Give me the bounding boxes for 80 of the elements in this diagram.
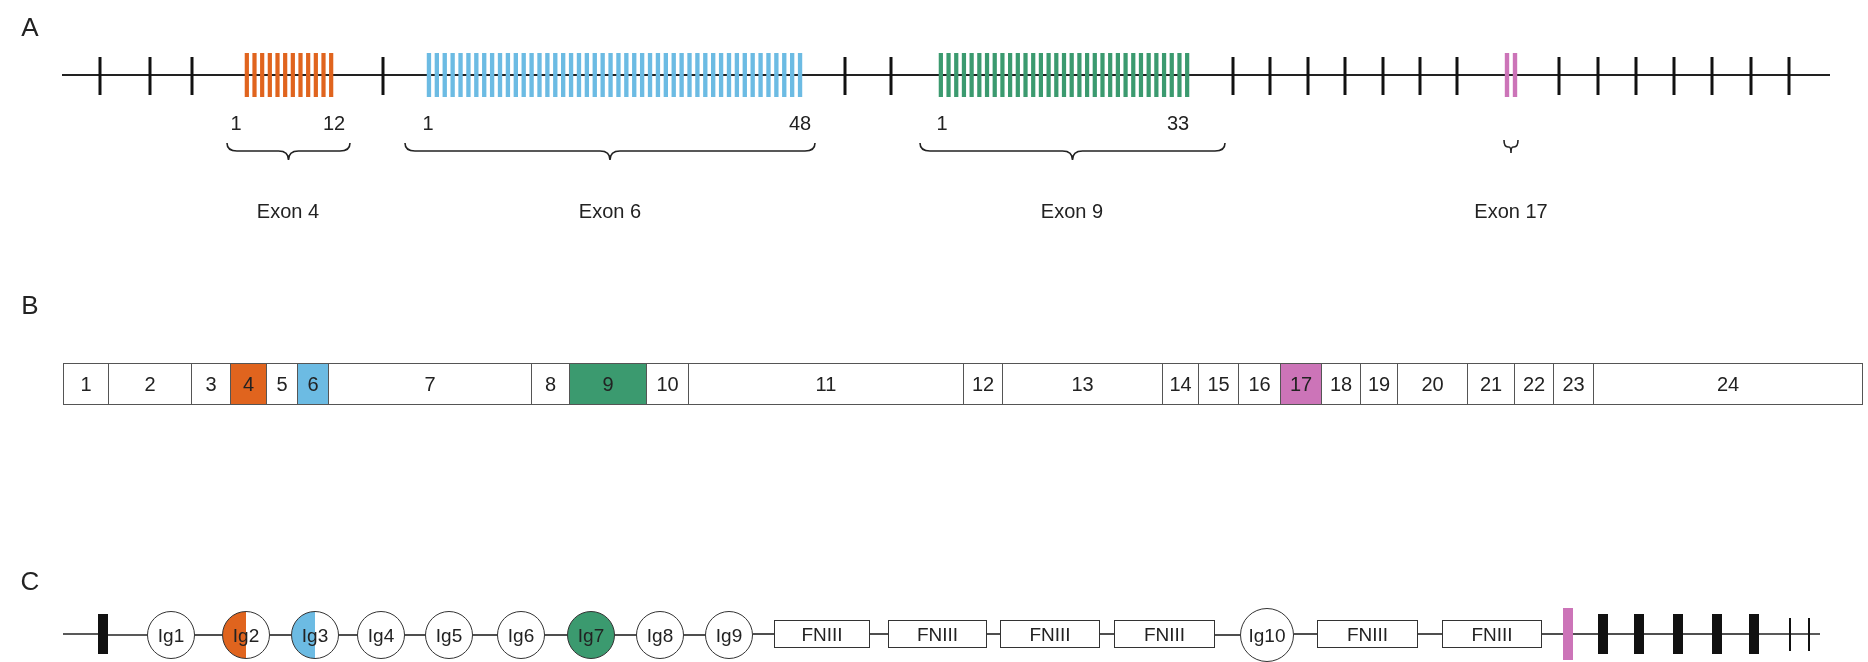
connector-line (107, 634, 148, 636)
domain-circle: Ig4 (357, 611, 405, 659)
exon-label: Exon 9 (1040, 201, 1104, 221)
bar-marker (1749, 614, 1759, 654)
connector-line (269, 634, 292, 636)
domain-rectangle: FNIII (1317, 620, 1418, 648)
connector-line (1607, 633, 1635, 635)
exon-segment: 1 (63, 363, 109, 405)
connector-line (1682, 633, 1713, 635)
exon-segment: 7 (328, 363, 532, 405)
connector-line (1721, 633, 1750, 635)
exon-segment: 5 (266, 363, 298, 405)
connector-line (683, 634, 706, 636)
bar-marker (1634, 614, 1644, 654)
connector-line (472, 634, 498, 636)
bar-marker (1563, 608, 1573, 660)
connector-line (404, 634, 426, 636)
connector-line (338, 634, 358, 636)
number-label: 1 (230, 113, 242, 133)
bar-marker (1673, 614, 1683, 654)
panel-letter: C (20, 568, 40, 594)
exon-segment: 12 (963, 363, 1003, 405)
domain-rectangle: FNIII (1000, 620, 1100, 648)
connector-line (544, 634, 568, 636)
number-label: 1 (936, 113, 948, 133)
domain-circle: Ig6 (497, 611, 545, 659)
exon-label: Exon 4 (256, 201, 320, 221)
domain-circle: Ig8 (636, 611, 684, 659)
connector-line (986, 633, 1001, 635)
connector-line (752, 633, 775, 635)
exon-segment: 20 (1397, 363, 1468, 405)
exon-segment: 11 (688, 363, 964, 405)
exon-segment: 23 (1553, 363, 1594, 405)
bar-marker (1598, 614, 1608, 654)
connector-line (1541, 633, 1564, 635)
domain-rectangle: FNIII (1442, 620, 1542, 648)
exon-segment: 24 (1593, 363, 1863, 405)
panel-letter: B (21, 292, 39, 318)
panel-letter: A (21, 14, 39, 40)
connector-line (1214, 634, 1241, 636)
exon-segment: 4 (230, 363, 267, 405)
exon-label: Exon 17 (1474, 201, 1548, 221)
domain-rectangle: FNIII (888, 620, 987, 648)
exon-segment: 3 (191, 363, 231, 405)
domain-circle: Ig5 (425, 611, 473, 659)
exon-segment: 19 (1360, 363, 1398, 405)
number-label: 48 (788, 113, 812, 133)
exon-segment: 9 (569, 363, 647, 405)
number-label: 12 (322, 113, 346, 133)
exon-segment: 8 (531, 363, 570, 405)
connector-line (194, 634, 223, 636)
connector-line (1572, 633, 1599, 635)
exon-segment: 22 (1514, 363, 1554, 405)
domain-circle: Ig9 (705, 611, 753, 659)
exon-segment: 21 (1467, 363, 1515, 405)
exon-segment: 14 (1162, 363, 1199, 405)
exon-segment: 18 (1321, 363, 1361, 405)
connector-line (1417, 633, 1443, 635)
domain-circle: Ig1 (147, 611, 195, 659)
connector-line (869, 633, 889, 635)
exon-segment: 16 (1238, 363, 1281, 405)
exon-segment: 10 (646, 363, 689, 405)
connector-line (1293, 633, 1318, 635)
connector-line (1643, 633, 1674, 635)
number-label: 33 (1166, 113, 1190, 133)
exon-segment: 6 (297, 363, 329, 405)
number-label: 1 (422, 113, 434, 133)
connector-line (614, 634, 637, 636)
domain-circle: Ig10 (1240, 608, 1294, 662)
bar-marker (98, 614, 108, 654)
domain-rectangle: FNIII (774, 620, 870, 648)
bar-marker (1712, 614, 1722, 654)
domain-circle: Ig7 (567, 611, 615, 659)
exon-segment: 13 (1002, 363, 1163, 405)
domain-rectangle: FNIII (1114, 620, 1215, 648)
exon-segment: 17 (1280, 363, 1322, 405)
exon-segment: 15 (1198, 363, 1239, 405)
connector-line (1099, 633, 1115, 635)
exon-label: Exon 6 (578, 201, 642, 221)
exon-segment: 2 (108, 363, 192, 405)
